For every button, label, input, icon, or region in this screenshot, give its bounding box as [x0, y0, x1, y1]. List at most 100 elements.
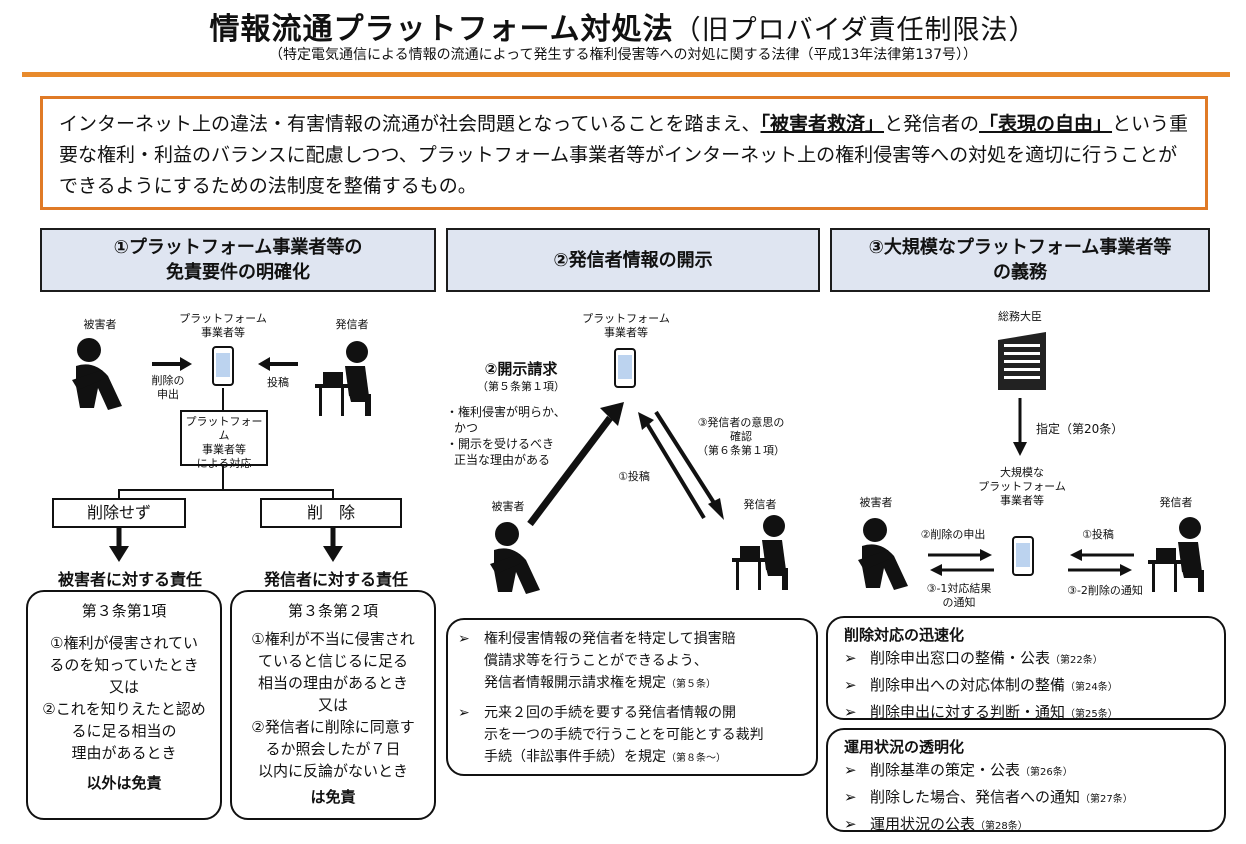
col2-request-title: ②開示請求: [484, 360, 558, 378]
col1-arrow-down-right-icon: [323, 528, 343, 562]
col1-right-line: 相当の理由があるとき: [257, 674, 408, 692]
col1-platform-label-1: プラットフォーム: [179, 312, 267, 325]
col2-summary-article: （第５条）: [666, 679, 716, 690]
col3-large-platform-label: 大規模なプラットフォーム事業者等: [972, 466, 1072, 508]
col1-platform-label-2: 事業者等: [201, 326, 245, 339]
bullet-marker-icon: ➢: [844, 788, 857, 806]
col2-request-article: （第５条第１項）: [477, 380, 565, 393]
col2-summary-line: 発信者情報開示請求権を規定: [484, 675, 666, 691]
col3-box-speed: 削除対応の迅速化 ➢削除申出窓口の整備・公表（第22条） ➢削除申出への対応体制…: [826, 616, 1226, 721]
col3-box-speed-item: ➢削除申出への対応体制の整備（第24条）: [844, 673, 1224, 700]
bullet-marker-icon: ➢: [458, 705, 470, 721]
col3-result-line: ③-1対応結果: [926, 582, 992, 595]
intro-box: インターネット上の違法・有害情報の流通が社会問題となっていることを踏まえ、「被害…: [40, 96, 1208, 210]
col3-item-text: 削除申出に対する判断・通知: [870, 703, 1066, 721]
col1-request-label: 削除の申出: [148, 374, 188, 402]
col1-left-condition-box: 第３条第1項 ①権利が侵害されてい るのを知っていたとき 又は ②これを知りえた…: [26, 590, 222, 820]
col1-platform-label: プラットフォーム事業者等: [178, 312, 268, 340]
col2-platform-label-1: プラットフォーム: [582, 312, 670, 325]
col2-confirm-line: （第６条第１項）: [697, 444, 785, 457]
col1-right-line: るか照会したが７日: [265, 740, 401, 758]
col1-connector: [222, 388, 224, 410]
col1-smartphone-icon: [212, 346, 234, 386]
col3-result-label: ③-1対応結果の通知: [914, 582, 1004, 610]
col1-left-line: るに足る相当の: [71, 722, 177, 740]
col3-header-line2: の義務: [992, 262, 1047, 283]
col2-arrows-icon: [527, 402, 724, 527]
col1-sender-icon: [315, 341, 371, 416]
col3-large-line: 大規模な: [1000, 466, 1044, 479]
col2-sender-icon: [732, 515, 788, 590]
col1-response-line3: による対応: [196, 457, 252, 470]
col3-item-article: （第22条）: [1050, 655, 1103, 666]
header-divider: [22, 72, 1230, 77]
col3-sender-icon: [1148, 517, 1204, 592]
col2-summary-line: 償請求等を行うことができるよう、: [484, 653, 708, 669]
col3-right-arrows-icon: [1068, 549, 1134, 576]
col3-post-label: ①投稿: [1082, 528, 1114, 541]
col2-summary-item: ➢ 権利侵害情報の発信者を特定して損害賠 償請求等を行うことができるよう、 発信者…: [458, 628, 808, 696]
col1-victim-label: 被害者: [83, 318, 117, 331]
col2-summary-line: 示を一つの手続で行うことを可能とする裁判: [484, 727, 764, 743]
col2-confirm-label: ③発信者の意思の確認（第６条第１項）: [686, 416, 796, 458]
col2-sender-label: 発信者: [743, 498, 777, 511]
title-old-name: （旧プロバイダ責任制限法）: [673, 15, 1037, 46]
col3-box-transparency-item: ➢削除基準の策定・公表（第26条）: [844, 758, 1224, 785]
bullet-marker-icon: ➢: [844, 815, 857, 833]
col1-left-line: 第３条第1項: [81, 602, 167, 620]
col3-item-text: 削除申出への対応体制の整備: [870, 676, 1066, 694]
col1-left-line: 又は: [108, 678, 139, 696]
col3-box-transparency-title: 運用状況の透明化: [844, 738, 965, 756]
col1-response-line1: プラットフォーム: [185, 415, 263, 442]
col1-request-label-1: 削除の: [151, 374, 185, 387]
col2-victim-label: 被害者: [491, 500, 525, 513]
col3-victim-label: 被害者: [859, 496, 893, 509]
intro-text-1: インターネット上の違法・有害情報の流通が社会問題となっていることを踏まえ、: [59, 113, 761, 135]
col3-header: ③大規模なプラットフォーム事業者等の義務: [830, 228, 1210, 292]
col1-liability-sender-title: 発信者に対する責任: [263, 570, 408, 589]
col1-response-line2: 事業者等: [202, 443, 246, 456]
col1-left-line: 理由があるとき: [71, 744, 177, 762]
col1-sender-label: 発信者: [335, 318, 369, 331]
col3-box-transparency-item: ➢削除した場合、発信者への通知（第27条）: [844, 785, 1224, 812]
col2-condition-line: ・開示を受けるべき: [446, 437, 555, 451]
col2-header: ②発信者情報の開示: [446, 228, 820, 292]
col1-left-result: 以外は免責: [86, 774, 162, 792]
col3-large-line: プラットフォーム: [978, 480, 1066, 493]
col3-box-transparency: 運用状況の透明化 ➢削除基準の策定・公表（第26条） ➢削除した場合、発信者への…: [826, 728, 1226, 833]
title-main: 情報流通プラットフォーム対処法: [209, 12, 674, 47]
col3-request-label: ②削除の申出: [920, 528, 986, 541]
col3-item-text: 削除した場合、発信者への通知: [870, 788, 1081, 806]
col1-header: ①プラットフォーム事業者等の免責要件の明確化: [40, 228, 436, 292]
bullet-marker-icon: ➢: [458, 631, 470, 647]
col1-left-line: ①権利が侵害されてい: [50, 634, 198, 652]
col1-response-box: プラットフォーム事業者等による対応: [180, 410, 268, 470]
col3-item-article: （第28条）: [975, 821, 1028, 832]
col3-item-text: 運用状況の公表: [870, 815, 976, 833]
col3-item-text: 削除基準の策定・公表: [870, 761, 1021, 779]
col2-request-conditions: ・権利侵害が明らか、 かつ ・開示を受けるべき 正当な理由がある: [446, 404, 576, 468]
col3-result-line: の通知: [942, 596, 976, 609]
col2-summary-item: ➢元来２回の手続を要する発信者情報の開 示を一つの手続で行うことを可能とする裁判…: [458, 702, 808, 770]
page-subtitle: （特定電気通信による情報の流通によって発生する権利侵害等への対処に関する法律（平…: [269, 47, 977, 63]
col1-arrow-request-icon: [152, 357, 192, 371]
col3-smartphone-icon: [1012, 536, 1034, 576]
col3-victim-icon: [858, 518, 908, 590]
col2-post-label: ①投稿: [618, 470, 650, 483]
col3-box-transparency-item: ➢ 運用状況の公表（第28条）: [844, 812, 1224, 839]
col1-request-label-2: 申出: [157, 388, 179, 401]
col1-left-line: るのを知っていたとき: [49, 656, 199, 674]
building-icon: [998, 332, 1046, 390]
bullet-marker-icon: ➢: [844, 649, 857, 667]
col2-summary-line: 権利侵害情報の発信者を特定して損害賠: [484, 631, 736, 647]
col1-liability-victim-title: 被害者に対する責任: [57, 570, 202, 589]
col2-confirm-line: ③発信者の意思の: [697, 416, 785, 429]
col1-tree-stem: [222, 466, 224, 490]
col1-tree-left: [118, 489, 120, 499]
col1-no-delete-box: 削除せず: [52, 498, 186, 528]
bullet-marker-icon: ➢: [844, 761, 857, 779]
col3-sender-label: 発信者: [1159, 496, 1193, 509]
col3-notify-label: ③-2削除の通知: [1067, 584, 1143, 597]
col3-box-speed-title: 削除対応の迅速化: [844, 626, 965, 644]
col2-platform-label: プラットフォーム事業者等: [578, 312, 674, 340]
